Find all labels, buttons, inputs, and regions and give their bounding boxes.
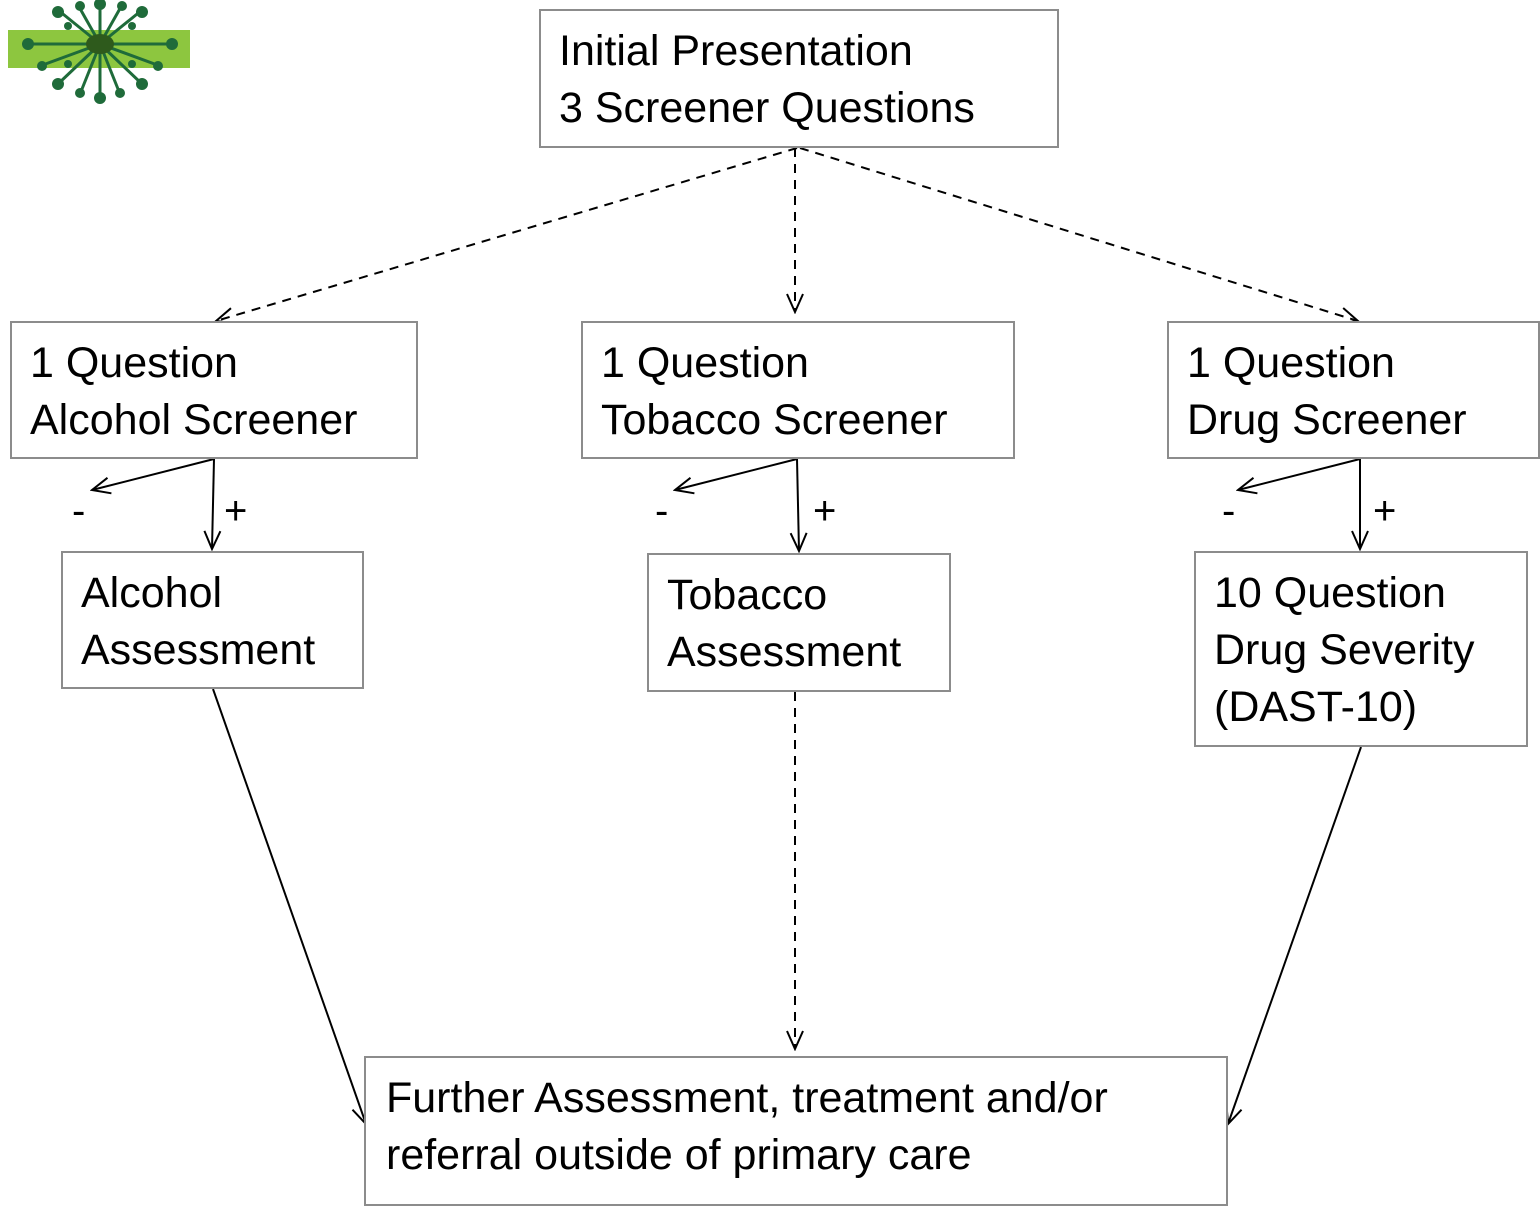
further-line-2: referral outside of primary care bbox=[386, 1131, 972, 1179]
tobacco-screener-line-1: 1 Question bbox=[601, 339, 809, 387]
tobacco-screener-box: 1 Question Tobacco Screener bbox=[581, 321, 1015, 459]
drug-screener-line-2: Drug Screener bbox=[1187, 396, 1467, 444]
tobacco-assessment-box: Tobacco Assessment bbox=[647, 553, 951, 692]
arrow-alcohol-positive bbox=[212, 458, 214, 549]
drug-screener-line-1: 1 Question bbox=[1187, 339, 1395, 387]
tobacco-negative-sign: - bbox=[655, 489, 669, 533]
tobacco-assessment-line-1: Tobacco bbox=[667, 571, 828, 619]
alcohol-negative-sign: - bbox=[72, 489, 86, 533]
arrow-initial-to-drug-screener bbox=[799, 147, 1358, 321]
organization-logo bbox=[8, 0, 190, 104]
initial-presentation-box: Initial Presentation 3 Screener Question… bbox=[539, 9, 1059, 148]
alcohol-assessment-box: Alcohol Assessment bbox=[61, 551, 364, 689]
tobacco-screener-line-2: Tobacco Screener bbox=[601, 396, 948, 444]
drug-severity-box: 10 Question Drug Severity (DAST-10) bbox=[1194, 551, 1528, 747]
arrow-drug-severity-to-further bbox=[1228, 746, 1362, 1124]
alcohol-assessment-line-1: Alcohol bbox=[81, 569, 223, 617]
arrow-alcohol-negative bbox=[92, 458, 215, 490]
initial-line-2: 3 Screener Questions bbox=[559, 84, 975, 132]
drug-severity-line-3: (DAST-10) bbox=[1214, 683, 1418, 731]
arrow-initial-to-alcohol-screener bbox=[216, 147, 798, 321]
arrow-alcohol-assessment-to-further bbox=[212, 688, 366, 1124]
drug-severity-line-1: 10 Question bbox=[1214, 569, 1446, 617]
arrow-drug-negative bbox=[1238, 458, 1361, 490]
further-line-1: Further Assessment, treatment and/or bbox=[386, 1074, 1108, 1122]
logo-center bbox=[86, 34, 114, 54]
alcohol-screener-box: 1 Question Alcohol Screener bbox=[10, 321, 418, 459]
drug-negative-sign: - bbox=[1222, 489, 1236, 533]
arrow-tobacco-negative bbox=[675, 458, 798, 490]
initial-line-1: Initial Presentation bbox=[559, 27, 913, 75]
tobacco-positive-sign: + bbox=[813, 489, 837, 533]
tobacco-assessment-line-2: Assessment bbox=[667, 628, 902, 676]
drug-screener-box: 1 Question Drug Screener bbox=[1167, 321, 1540, 459]
alcohol-positive-sign: + bbox=[224, 489, 248, 533]
drug-positive-sign: + bbox=[1373, 489, 1397, 533]
further-assessment-box: Further Assessment, treatment and/or ref… bbox=[364, 1056, 1228, 1206]
alcohol-screener-line-2: Alcohol Screener bbox=[30, 396, 358, 444]
logo-dots bbox=[22, 0, 178, 104]
alcohol-assessment-line-2: Assessment bbox=[81, 626, 316, 674]
arrow-tobacco-positive bbox=[797, 458, 799, 551]
drug-severity-line-2: Drug Severity bbox=[1214, 626, 1475, 674]
alcohol-screener-line-1: 1 Question bbox=[30, 339, 238, 387]
